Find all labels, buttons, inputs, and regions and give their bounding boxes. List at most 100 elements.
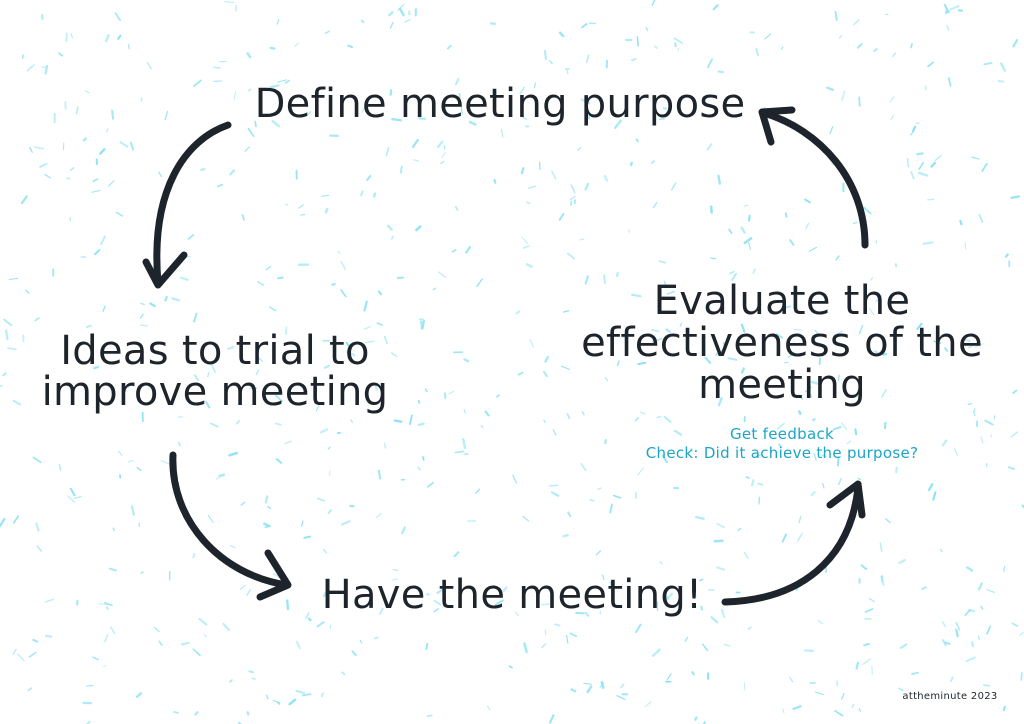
speckle [385,146,390,157]
speckle [968,344,975,349]
speckle [451,248,457,253]
speckle [372,192,377,198]
speckle [580,98,591,105]
speckle [584,612,590,617]
speckle [856,43,863,49]
speckle [193,312,198,323]
speckle [586,685,593,694]
speckle [520,167,525,175]
speckle [943,3,950,14]
arrow-evaluate-to-define [758,106,869,249]
speckle [36,545,43,552]
speckle [701,643,709,652]
speckle [978,214,984,223]
speckle [7,347,17,351]
speckle [630,57,637,62]
speckle [115,211,124,217]
speckle [476,278,483,288]
speckle [942,621,946,627]
speckle [276,19,280,25]
speckle [200,167,206,172]
speckle [580,462,587,472]
speckle [637,361,647,366]
speckle [425,643,429,650]
speckle [512,474,518,484]
speckle [286,599,290,611]
speckle [383,442,387,449]
speckle [754,453,762,459]
speckle [426,593,430,596]
speckle [35,522,40,532]
speckle [240,501,246,506]
speckle [981,162,988,173]
speckle [947,77,952,87]
speckle [743,204,749,207]
speckle [858,324,864,335]
speckle [910,43,913,49]
speckle [977,635,980,640]
speckle [776,422,785,430]
speckle [629,161,633,167]
speckle [324,207,329,214]
speckle [117,34,122,40]
speckle [781,46,784,50]
speckle [990,434,993,438]
speckle [934,154,942,162]
speckle [448,390,455,395]
speckle [276,701,281,705]
speckle [0,384,3,388]
speckle [933,340,942,345]
speckle [654,45,658,49]
speckle [645,26,649,32]
speckle [964,242,967,250]
speckle [814,691,824,696]
speckle [340,520,351,526]
speckle [702,721,706,724]
speckle [119,141,129,148]
speckle [1007,466,1016,470]
speckle [105,128,109,133]
speckle [316,621,325,628]
speckle [652,202,658,209]
speckle [837,478,842,486]
speckle [198,617,208,626]
speckle [363,300,368,312]
speckle [102,664,108,668]
speckle [612,494,622,499]
speckle [460,104,463,115]
speckle [651,648,661,657]
speckle [409,414,413,426]
speckle [376,322,384,326]
speckle [521,237,528,244]
speckle [139,313,144,319]
speckle [383,335,388,345]
speckle [836,456,840,467]
speckle [577,147,582,152]
speckle [69,487,76,497]
speckle [324,30,330,35]
speckle [139,324,148,327]
speckle [858,96,861,107]
speckle [229,544,236,549]
speckle [136,466,142,472]
speckle [486,705,491,711]
speckle [729,270,735,275]
speckle [463,358,470,363]
speckle [246,52,252,59]
speckle [393,419,403,423]
speckle [808,246,817,252]
speckle [941,639,947,647]
speckle [1010,195,1021,199]
speckle [275,394,283,403]
speckle [443,144,446,150]
speckle [321,194,330,197]
speckle [426,714,433,718]
speckle [569,632,578,638]
speckle [104,633,109,643]
speckle [140,302,145,306]
speckle [698,578,704,582]
speckle [193,374,200,382]
speckle [984,419,994,426]
speckle [673,429,683,436]
speckle [670,182,677,191]
